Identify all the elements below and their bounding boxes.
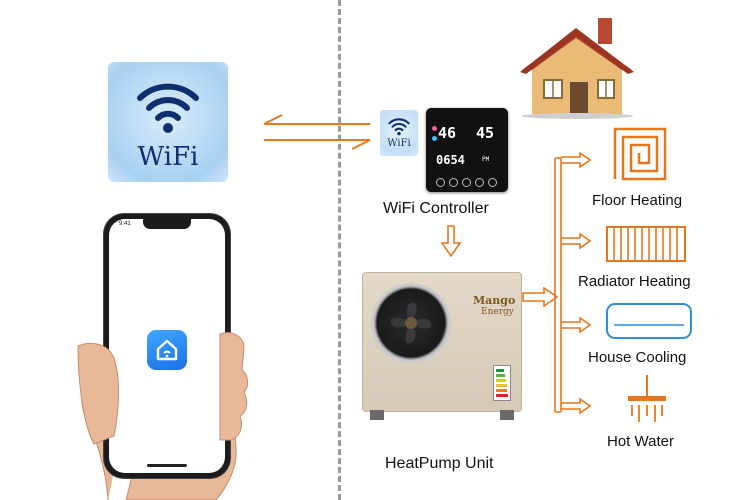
- floor-heating-icon: [613, 127, 667, 181]
- controller-indicator-icon: [432, 136, 437, 141]
- controller-display-left: 46: [438, 124, 457, 142]
- down-arrow-icon: [441, 225, 461, 257]
- distribution-pipe: [554, 151, 592, 415]
- phone-screen: 9:41: [109, 219, 225, 473]
- phone-notch: [143, 219, 191, 229]
- air-conditioner-icon: [606, 303, 692, 339]
- output-label-hot-water: Hot Water: [607, 433, 674, 450]
- home-icon: [156, 339, 178, 361]
- controller-button[interactable]: [488, 178, 497, 187]
- heat-pump-unit: Mango Energy: [362, 272, 522, 412]
- output-label-floor-heating: Floor Heating: [592, 192, 683, 209]
- thumb-illustration: [77, 342, 119, 445]
- controller-indicator-icon: [432, 126, 437, 131]
- shower-icon: [628, 375, 666, 422]
- wifi-icon: [137, 83, 199, 133]
- wifi-badge-label: WiFi: [137, 142, 199, 172]
- wifi-icon: [388, 118, 410, 136]
- output-label-radiator-heating: Radiator Heating: [578, 273, 691, 290]
- smart-home-app-icon[interactable]: [147, 330, 187, 370]
- bidirectional-arrows: [263, 114, 371, 150]
- unit-foot: [500, 410, 514, 420]
- section-divider: [338, 0, 341, 500]
- smartphone: 9:41: [104, 214, 230, 478]
- output-label-house-cooling: House Cooling: [588, 349, 687, 366]
- controller-button[interactable]: [449, 178, 458, 187]
- controller-wifi-label: WiFi: [387, 138, 411, 149]
- phone-home-bar: [147, 464, 187, 467]
- heat-pump-label: HeatPump Unit: [385, 455, 494, 472]
- fingers-illustration: [219, 332, 249, 441]
- house-icon: [520, 18, 634, 119]
- controller-display-small: PM: [482, 156, 490, 163]
- phone-status-time: 9:41: [119, 221, 131, 227]
- wifi-controller-device: 46 45 0654 PM: [426, 108, 508, 192]
- controller-wifi-badge: WiFi: [380, 110, 418, 156]
- controller-button[interactable]: [475, 178, 484, 187]
- brand-logo-sub: Energy: [481, 307, 514, 317]
- controller-label: WiFi Controller: [383, 200, 489, 217]
- unit-foot: [370, 410, 384, 420]
- controller-button-row: [436, 178, 500, 187]
- controller-display-time: 0654: [436, 153, 465, 167]
- controller-display-right: 45: [476, 124, 495, 142]
- fan-icon: [371, 283, 451, 363]
- right-arrow-icon: [522, 287, 558, 307]
- brand-logo: Mango: [473, 294, 516, 307]
- energy-rating-label: [493, 365, 511, 401]
- wifi-badge: WiFi: [108, 62, 228, 182]
- radiator-icon: [606, 226, 686, 262]
- controller-button[interactable]: [436, 178, 445, 187]
- controller-button[interactable]: [462, 178, 471, 187]
